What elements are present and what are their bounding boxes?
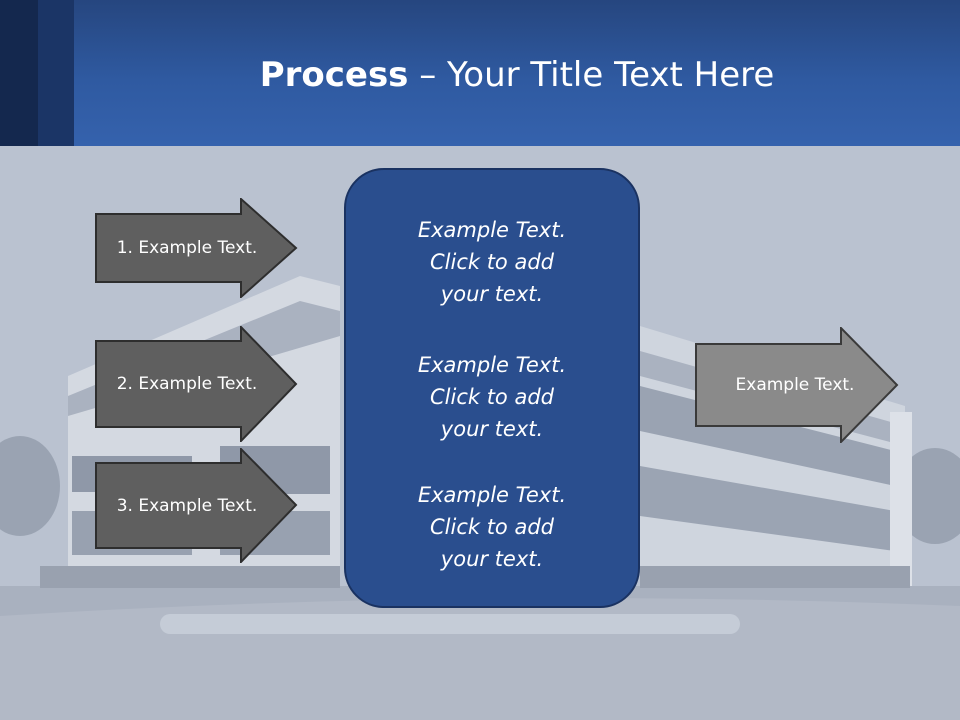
center-item-line: Example Text. [417, 483, 567, 507]
arrow-shape [695, 327, 899, 443]
arrow-shape [95, 326, 298, 442]
header-stripe-dark [0, 0, 38, 146]
slide-title[interactable]: Process – Your Title Text Here [74, 50, 960, 100]
arrow-shape [95, 198, 298, 298]
center-item-line: your text. [440, 417, 544, 441]
center-item-line: Click to add [429, 250, 554, 274]
center-item-line: Example Text. [417, 353, 567, 377]
header-banner: Process – Your Title Text Here [0, 0, 960, 146]
arrow-label: 1. Example Text. [116, 238, 258, 258]
center-item-1: Example Text. Click to add your text. [346, 214, 638, 310]
right-arrow[interactable]: Example Text. [695, 327, 899, 443]
arrow-shape [95, 448, 298, 563]
arrow-label: 2. Example Text. [116, 374, 258, 394]
header-stripe-mid [38, 0, 74, 146]
center-item-2: Example Text. Click to add your text. [346, 349, 638, 445]
center-item-line: your text. [440, 282, 544, 306]
left-arrow-3[interactable]: 3. Example Text. [95, 448, 298, 563]
arrow-label: Example Text. [735, 375, 855, 395]
title-rest: – Your Title Text Here [408, 55, 775, 95]
left-arrow-1[interactable]: 1. Example Text. [95, 198, 298, 298]
center-text-box[interactable]: Example Text. Click to add your text. Ex… [344, 168, 640, 608]
center-item-line: Example Text. [417, 218, 567, 242]
left-arrow-2[interactable]: 2. Example Text. [95, 326, 298, 442]
center-item-line: Click to add [429, 385, 554, 409]
title-bold: Process [259, 55, 409, 95]
arrow-label: 3. Example Text. [116, 495, 258, 516]
center-item-line: Click to add [429, 515, 554, 539]
center-item-line: your text. [440, 547, 544, 571]
center-item-3: Example Text. Click to add your text. [346, 479, 638, 575]
